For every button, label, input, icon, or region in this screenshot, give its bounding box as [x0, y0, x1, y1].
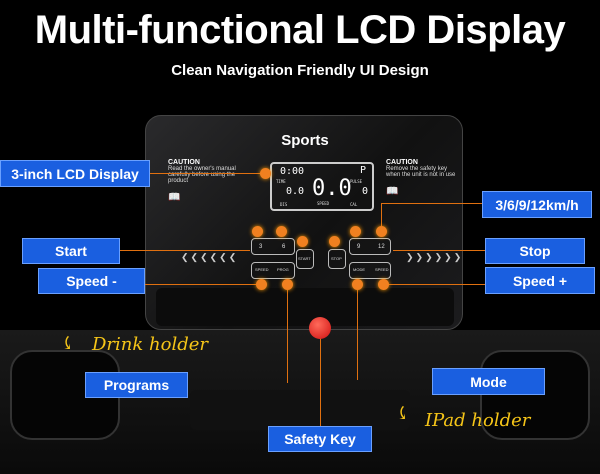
- callout-dot: [329, 236, 340, 247]
- callout-dot: [352, 279, 363, 290]
- page-subtitle: Clean Navigation Friendly UI Design: [171, 62, 429, 79]
- cup-holder-right: [480, 350, 590, 440]
- callout-speed-plus: Speed +: [485, 267, 595, 294]
- callout-safety-key: Safety Key: [268, 426, 372, 452]
- speed-minus-button[interactable]: SPEED: [255, 267, 269, 272]
- chevrons-left-icon: ❮❮❮❮❮❮: [181, 252, 239, 262]
- callout-dot: [260, 168, 271, 179]
- connector-line: [393, 250, 485, 251]
- treadmill-body: [0, 330, 600, 474]
- curved-arrow-icon: ⤹: [395, 403, 411, 424]
- safety-key-button[interactable]: [309, 317, 331, 339]
- callout-dot: [276, 226, 287, 237]
- connector-line: [389, 284, 485, 285]
- chevrons-right-icon: ❯❯❯❯❯❯: [406, 252, 464, 262]
- program-value: P: [360, 165, 367, 176]
- button-12[interactable]: 12: [378, 244, 385, 250]
- ipad-tray: [190, 390, 410, 430]
- brand-label: Sports: [281, 132, 329, 149]
- button-3[interactable]: 3: [259, 244, 263, 250]
- callout-dot: [376, 226, 387, 237]
- speed-prog-group: SPEED PROG: [251, 262, 295, 279]
- time-value: 0:00: [280, 166, 305, 177]
- button-6[interactable]: 6: [282, 244, 286, 250]
- manual-icon: 📖: [168, 192, 181, 203]
- callout-dot: [378, 279, 389, 290]
- distance-label: DIS: [280, 202, 288, 207]
- connector-line: [381, 203, 382, 226]
- connector-line: [287, 290, 288, 383]
- button-9[interactable]: 9: [357, 244, 361, 250]
- distance-value: 0.0: [286, 186, 305, 197]
- caution-right: CAUTION Remove the safety key when the u…: [386, 159, 456, 197]
- connector-line: [381, 203, 482, 204]
- callout-dot: [256, 279, 267, 290]
- caution-title: CAUTION: [386, 159, 418, 166]
- prog-button[interactable]: PROG: [277, 267, 289, 272]
- speed-value: 0.0: [312, 176, 352, 201]
- connector-line: [120, 250, 250, 251]
- callout-mode: Mode: [432, 368, 545, 395]
- callout-dot: [252, 226, 263, 237]
- speed-plus-button[interactable]: SPEED: [375, 267, 389, 272]
- connector-line: [150, 173, 260, 174]
- caution-title: CAUTION: [168, 159, 200, 166]
- callout-dot: [350, 226, 361, 237]
- manual-icon: 📖: [386, 186, 399, 197]
- quick-speed-9-12[interactable]: 9 12: [349, 238, 391, 255]
- callout-start: Start: [22, 238, 120, 264]
- callout-ipad-holder: IPad holder: [425, 410, 531, 431]
- console-tray: [156, 288, 454, 326]
- stop-button[interactable]: STOP: [328, 249, 346, 269]
- console-panel: Sports CAUTION Read the owner's manual c…: [145, 115, 463, 330]
- callout-drink-holder: Drink holder: [92, 334, 208, 355]
- caution-left: CAUTION Read the owner's manual carefull…: [168, 159, 238, 203]
- callout-stop: Stop: [485, 238, 585, 264]
- connector-line: [357, 290, 358, 380]
- time-label: TIME: [276, 179, 286, 184]
- mode-button[interactable]: MODE: [353, 267, 365, 272]
- callout-quick-speeds: 3/6/9/12km/h: [482, 191, 592, 218]
- start-label: START: [298, 256, 311, 261]
- callout-dot: [282, 279, 293, 290]
- caution-text: Read the owner's manual carefully before…: [168, 166, 236, 184]
- speed-label: SPEED: [317, 201, 330, 206]
- callout-lcd-display: 3-inch LCD Display: [0, 160, 150, 187]
- callout-speed-minus: Speed -: [38, 268, 145, 294]
- callout-programs: Programs: [85, 372, 188, 398]
- calories-value: 0: [362, 186, 369, 197]
- curved-arrow-icon: ⤹: [60, 333, 76, 354]
- connector-line: [320, 335, 321, 427]
- lcd-display: 0:00 TIME P PULSE 0.0 SPEED 0.0 DIS 0 CA…: [270, 162, 374, 211]
- stop-label: STOP: [331, 256, 342, 261]
- start-button[interactable]: START: [296, 249, 314, 269]
- connector-line: [145, 284, 256, 285]
- caution-text: Remove the safety key when the unit is n…: [386, 166, 456, 178]
- calories-label: CAL: [350, 202, 358, 207]
- quick-speed-3-6[interactable]: 3 6: [251, 238, 295, 255]
- mode-speed-group: MODE SPEED: [349, 262, 391, 279]
- pulse-label: PULSE: [350, 179, 363, 184]
- callout-dot: [297, 236, 308, 247]
- page-title: Multi-functional LCD Display: [34, 8, 566, 52]
